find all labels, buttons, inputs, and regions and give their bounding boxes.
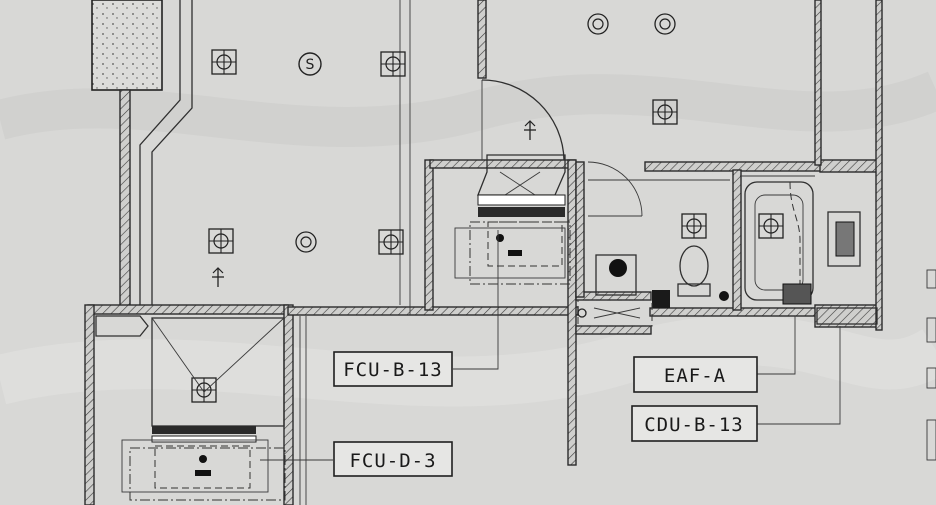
tag-fcu-d-3-text: FCU-D-3 (349, 450, 436, 472)
walls (84, 0, 883, 505)
tag-cdu-b-13-text: CDU-B-13 (644, 414, 744, 436)
tag-cdu-b-13: CDU-B-13 (631, 405, 758, 442)
duct-riser (91, 0, 193, 311)
right-edge-marks (926, 269, 936, 461)
bathroom-fixtures (595, 181, 861, 308)
tag-eaf-a: EAF-A (633, 356, 758, 393)
tag-fcu-b-13-text: FCU-B-13 (343, 359, 443, 381)
tag-eaf-a-text: EAF-A (664, 365, 726, 387)
fcu-d-3-unit (95, 315, 286, 501)
eaf-a-unit (577, 299, 878, 327)
sensor-symbol: S (298, 52, 322, 76)
tag-fcu-d-3: FCU-D-3 (333, 441, 453, 477)
leader-lines (260, 230, 841, 461)
sensor-letter: S (306, 57, 315, 73)
tag-fcu-b-13: FCU-B-13 (333, 351, 453, 387)
door-swing (481, 79, 643, 217)
fcu-b-13-unit (454, 154, 571, 285)
